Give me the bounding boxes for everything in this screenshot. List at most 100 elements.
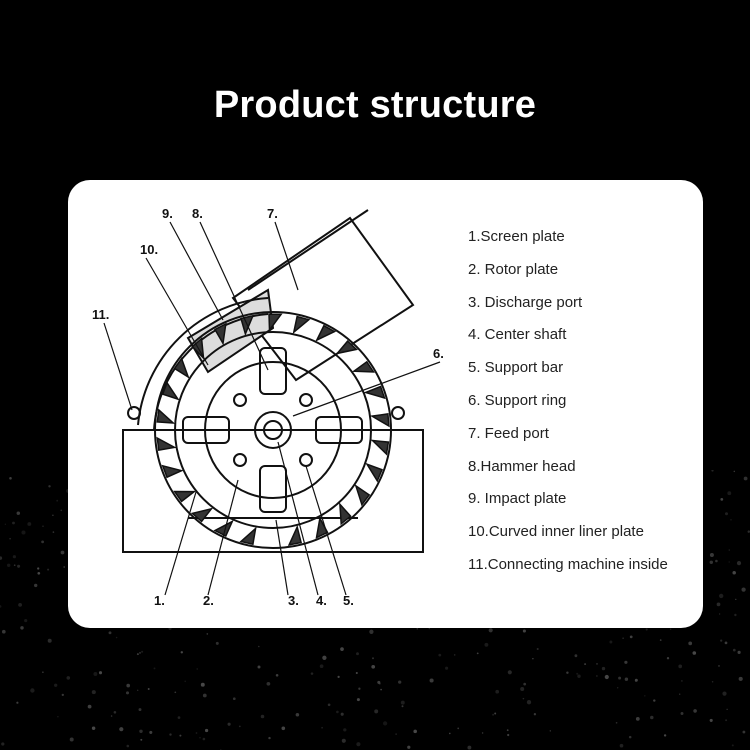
background-dot [61, 693, 64, 697]
legend-item: 3. Discharge port [468, 293, 583, 311]
background-dot [382, 721, 388, 726]
background-dot [177, 716, 181, 719]
liner-tooth [315, 324, 337, 342]
callout-9: 9. [162, 206, 173, 221]
background-dot [378, 682, 381, 685]
background-dot [17, 564, 21, 568]
background-dot [653, 699, 656, 702]
liner-tooth [315, 516, 329, 539]
background-dot [680, 712, 684, 715]
base-housing [122, 429, 424, 553]
callout-8: 8. [192, 206, 203, 221]
liner-tooth [173, 490, 197, 503]
background-dot [495, 689, 500, 694]
liner-tooth [213, 519, 234, 538]
hammer-head [259, 347, 287, 395]
background-dot [398, 680, 402, 684]
callout-6: 6. [433, 346, 444, 361]
legend-item: 6. Support ring [468, 391, 567, 409]
background-dot [732, 571, 736, 575]
background-dot [507, 670, 512, 675]
background-dot [257, 665, 261, 669]
background-dot [180, 651, 184, 654]
background-dot [730, 519, 732, 521]
background-dot [522, 629, 526, 633]
background-dot [275, 674, 279, 677]
background-dot [66, 676, 71, 680]
background-dot [136, 653, 139, 656]
background-dot [196, 668, 198, 670]
background-dot [719, 593, 724, 599]
background-dot [401, 705, 404, 708]
background-dot [711, 470, 714, 472]
background-dot [41, 540, 44, 544]
background-dot [16, 701, 19, 704]
background-dot [624, 677, 629, 681]
background-dot [635, 717, 640, 721]
background-dot [200, 682, 205, 687]
background-dot [709, 560, 714, 565]
background-dot [507, 733, 510, 737]
background-dot [724, 512, 729, 516]
background-dot [1, 742, 5, 746]
background-dot [484, 642, 489, 647]
background-dot [6, 563, 11, 568]
background-dot [13, 564, 16, 567]
page-title: Product structure [213, 84, 537, 126]
liner-tooth [268, 313, 283, 333]
liner-tooth [239, 526, 257, 546]
background-dot [624, 660, 628, 664]
background-dot [743, 476, 748, 481]
background-dot [0, 605, 2, 608]
background-dot [596, 675, 598, 677]
background-dot [37, 571, 41, 575]
background-dot [369, 629, 374, 634]
background-dot [681, 680, 683, 682]
background-dot [140, 738, 143, 741]
liner-tooth [292, 315, 311, 335]
background-dot [9, 477, 12, 480]
background-dot [532, 658, 534, 660]
background-dot [281, 726, 286, 731]
background-dot [153, 667, 156, 670]
background-dot [1, 629, 6, 634]
background-dot [576, 672, 579, 675]
background-dot [340, 712, 344, 716]
liner-tooth [156, 436, 177, 451]
background-dot [319, 664, 324, 669]
background-dot [147, 688, 150, 690]
background-dot [125, 691, 130, 695]
background-dot [720, 639, 723, 642]
background-dot [628, 735, 632, 739]
background-dot [343, 728, 347, 732]
liner-tooth [161, 381, 180, 401]
callout-1: 1. [154, 593, 165, 608]
background-dot [724, 641, 728, 645]
background-dot [9, 537, 11, 540]
legend-item: 2. Rotor plate [468, 260, 559, 278]
background-dot [400, 700, 405, 705]
background-dot [574, 654, 578, 658]
background-dot [322, 655, 327, 660]
background-dot [30, 688, 35, 693]
feed-chute [231, 216, 415, 382]
background-dot [119, 727, 124, 732]
background-dot [341, 738, 346, 743]
legend-item: 5. Support bar [468, 359, 564, 377]
background-dot [356, 742, 361, 747]
background-dot [737, 650, 741, 654]
liner-tooth [365, 462, 383, 483]
background-dot [91, 690, 96, 695]
background-dot [678, 693, 681, 695]
background-dot [327, 703, 331, 707]
background-dot [596, 663, 598, 665]
background-dot [238, 725, 241, 728]
background-dot [4, 523, 7, 525]
background-dot [93, 672, 98, 676]
background-dot [215, 641, 219, 645]
background-dot [692, 651, 697, 655]
background-dot [644, 695, 646, 697]
legend-item: 1.Screen plate [468, 228, 565, 245]
background-dot [736, 561, 742, 566]
background-dot [199, 737, 201, 739]
